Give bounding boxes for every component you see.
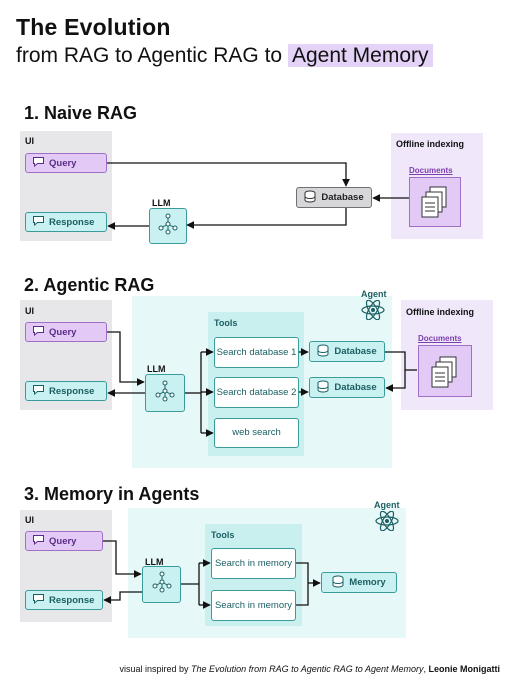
offline-indexing-label: Offline indexing bbox=[396, 139, 465, 149]
tool-search-database-2: Search database 2 bbox=[214, 377, 299, 408]
page-title: The Evolution bbox=[16, 14, 171, 40]
footer-credit: visual inspired by The Evolution from RA… bbox=[120, 664, 501, 674]
section-heading-memory: 3. Memory in Agents bbox=[24, 484, 200, 504]
llm-box bbox=[142, 566, 181, 603]
ui-label: UI bbox=[25, 306, 34, 316]
agent-label: Agent bbox=[361, 289, 387, 299]
documents-label: Documents bbox=[418, 334, 462, 343]
chat-icon bbox=[32, 215, 45, 229]
chat-icon bbox=[32, 325, 45, 339]
chat-icon bbox=[32, 534, 45, 548]
database-label: Database bbox=[321, 192, 364, 203]
response-label: Response bbox=[49, 385, 95, 397]
database-icon bbox=[332, 575, 344, 591]
tool-web-search: web search bbox=[214, 418, 299, 448]
chat-icon bbox=[32, 593, 45, 607]
database-icon bbox=[304, 190, 316, 206]
response-box: Response bbox=[25, 212, 107, 232]
tool-search-in-memory-1: Search in memory bbox=[211, 548, 296, 579]
llm-box bbox=[149, 208, 187, 244]
database-box-2: Database bbox=[309, 377, 385, 398]
llm-label: LLM bbox=[147, 364, 166, 374]
llm-box bbox=[145, 374, 185, 412]
ui-label: UI bbox=[25, 136, 34, 146]
query-label: Query bbox=[49, 535, 77, 547]
footer-prefix: visual inspired by bbox=[119, 664, 192, 674]
atom-icon bbox=[361, 299, 385, 325]
response-label: Response bbox=[49, 216, 95, 228]
atom-icon bbox=[375, 510, 399, 536]
llm-label: LLM bbox=[152, 198, 171, 208]
subtitle-prefix: from RAG to Agentic RAG to bbox=[16, 44, 283, 67]
chat-icon bbox=[32, 156, 45, 170]
tools-label: Tools bbox=[211, 530, 235, 540]
footer-source-title: The Evolution from RAG to Agentic RAG to… bbox=[191, 664, 424, 674]
memory-label: Memory bbox=[349, 577, 386, 588]
offline-indexing-label: Offline indexing bbox=[406, 307, 475, 317]
network-icon bbox=[151, 571, 173, 598]
query-label: Query bbox=[49, 326, 77, 338]
footer-author: Leonie Monigatti bbox=[428, 664, 501, 674]
tool-search-in-memory-2: Search in memory bbox=[211, 590, 296, 621]
subtitle-highlight: Agent Memory bbox=[287, 44, 433, 67]
agent-label: Agent bbox=[374, 500, 400, 510]
tool-search-database-1: Search database 1 bbox=[214, 337, 299, 368]
database-label: Database bbox=[334, 346, 377, 357]
section-heading-agentic: 2. Agentic RAG bbox=[24, 275, 155, 295]
query-box: Query bbox=[25, 322, 107, 342]
documents-label: Documents bbox=[409, 166, 453, 175]
response-box: Response bbox=[25, 590, 103, 610]
footer-separator: , bbox=[423, 664, 429, 674]
memory-box: Memory bbox=[321, 572, 397, 593]
database-label: Database bbox=[334, 382, 377, 393]
documents-box bbox=[409, 177, 461, 227]
documents-box bbox=[418, 345, 472, 397]
chat-icon bbox=[32, 384, 45, 398]
tools-label: Tools bbox=[214, 318, 238, 328]
section-heading-naive: 1. Naive RAG bbox=[24, 103, 138, 123]
documents-icon bbox=[430, 355, 460, 396]
page-subtitle: from RAG to Agentic RAG to Agent Memory bbox=[16, 44, 433, 68]
response-label: Response bbox=[49, 594, 95, 606]
database-box: Database bbox=[296, 187, 372, 208]
documents-icon bbox=[420, 185, 450, 226]
database-box-1: Database bbox=[309, 341, 385, 362]
llm-label: LLM bbox=[145, 557, 164, 567]
ui-label: UI bbox=[25, 515, 34, 525]
database-icon bbox=[317, 344, 329, 360]
query-label: Query bbox=[49, 157, 77, 169]
query-box: Query bbox=[25, 531, 103, 551]
database-icon bbox=[317, 380, 329, 396]
network-icon bbox=[157, 213, 179, 240]
network-icon bbox=[154, 380, 176, 407]
response-box: Response bbox=[25, 381, 107, 401]
query-box: Query bbox=[25, 153, 107, 173]
